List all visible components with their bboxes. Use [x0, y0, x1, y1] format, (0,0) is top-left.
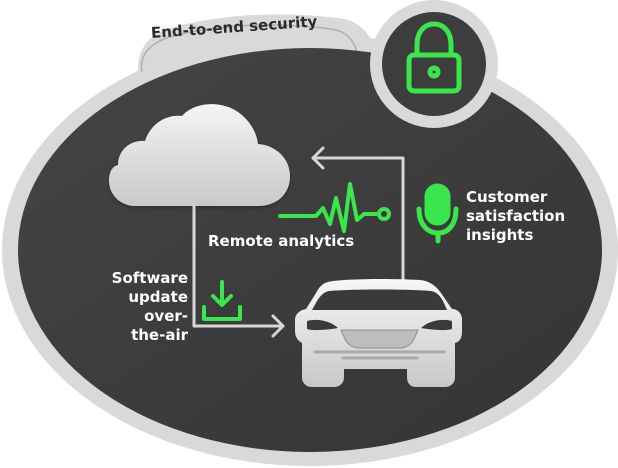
connector-lines: [192, 146, 405, 338]
cloud-icon: [109, 104, 290, 206]
lock-badge: [370, 0, 498, 128]
car-windshield: [312, 289, 447, 310]
car-right-headlight: [421, 319, 452, 331]
software-update-label: Software update over- the-air: [111, 269, 188, 344]
software-update-connector: [192, 203, 285, 328]
security-tab-dark-edge: [140, 24, 365, 79]
software-update-arrowhead: [271, 314, 285, 338]
car-icon: [295, 278, 462, 387]
car-left-headlight: [307, 319, 338, 331]
lock-icon: [406, 21, 462, 94]
car-grille-outline: [340, 329, 419, 349]
waveform-icon: [278, 182, 391, 233]
microphone-icon: [416, 183, 459, 244]
download-icon: [202, 280, 242, 321]
remote-analytics-arrowhead: [311, 146, 325, 170]
remote-analytics-connector: [311, 156, 405, 286]
remote-analytics-label: Remote analytics: [208, 232, 355, 250]
customer-satisfaction-insights-label: Customer satisfaction insights: [466, 188, 566, 244]
lock-badge-center: [382, 12, 486, 116]
